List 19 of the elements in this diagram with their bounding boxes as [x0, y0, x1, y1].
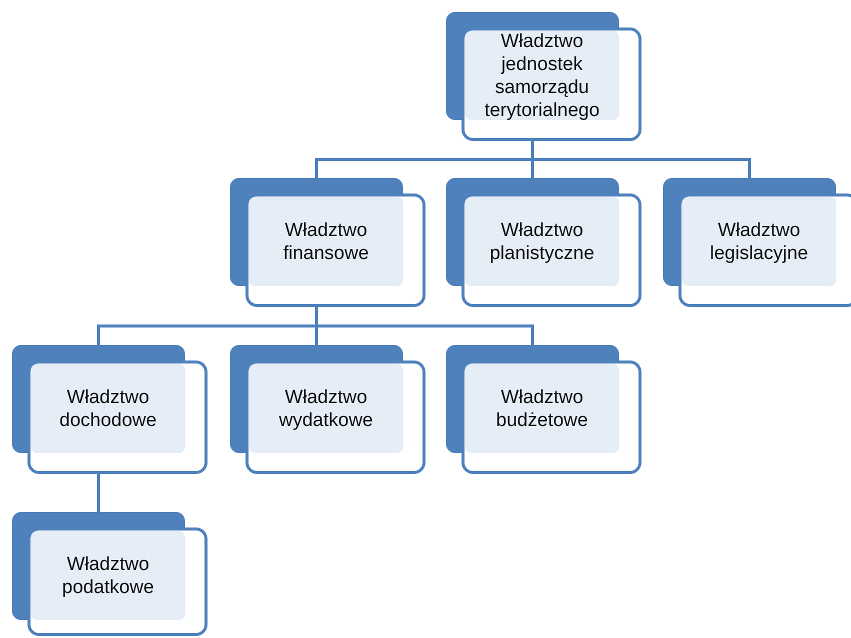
org-chart-box	[12, 345, 206, 474]
box-label: Władztwo podatkowe	[61, 552, 155, 598]
connector-line	[531, 141, 751, 178]
box-label: Władztwo planistyczne	[488, 218, 596, 264]
org-chart-box	[230, 345, 424, 474]
box-label: Władztwo dochodowe	[58, 386, 158, 432]
box-label: Władztwo wydatkowe	[278, 386, 374, 432]
connector-line	[315, 307, 534, 345]
box-label: Władztwo legislacyjne	[708, 218, 810, 264]
org-chart-box	[446, 178, 640, 307]
box-label: Władztwo finansowe	[282, 218, 370, 264]
org-chart-box	[230, 178, 424, 307]
org-chart-box	[446, 12, 640, 141]
connector-line	[97, 474, 100, 512]
org-chart-box	[446, 345, 640, 474]
box-label: Władztwo budżetowe	[495, 386, 589, 432]
org-chart-box	[12, 512, 206, 636]
box-label: Władztwo jednostek samorządu terytorialnego	[483, 30, 601, 122]
org-chart-box	[663, 178, 851, 307]
